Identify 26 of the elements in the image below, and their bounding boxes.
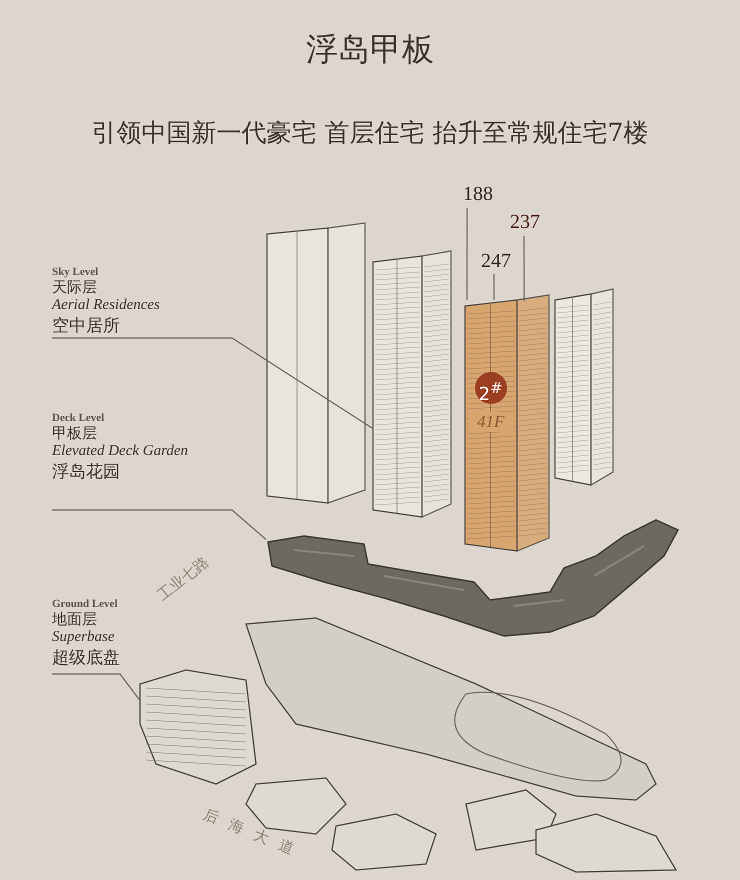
title: 浮岛甲板	[305, 29, 435, 70]
leader-line	[493, 274, 495, 300]
level-label: Ground Level	[52, 598, 119, 610]
level-label: Sky Level	[52, 266, 100, 278]
zone-name: 超级底盘	[52, 647, 121, 669]
price-tag: 188	[452, 182, 504, 206]
zone-name: 浮岛花园	[52, 461, 121, 483]
floor-count: 41F	[468, 412, 513, 432]
zone-label: Aerial Residences	[52, 297, 161, 314]
leader-line	[52, 337, 372, 428]
leader-line	[52, 509, 266, 540]
leader-line	[466, 208, 468, 300]
level-name: 甲板层	[52, 424, 98, 443]
level-name: 天际层	[52, 278, 98, 297]
leader-line	[523, 236, 525, 301]
road-name: 工业七路	[154, 552, 214, 605]
level-name: 地面层	[52, 610, 98, 629]
price-tag: 237	[500, 210, 550, 234]
price-tag: 247	[470, 250, 522, 272]
subtitle: 引领中国新一代豪宅 首层住宅 抬升至常规住宅7楼	[90, 117, 650, 149]
zone-name: 空中居所	[52, 315, 121, 337]
level-label: Deck Level	[52, 412, 106, 424]
zone-label: Elevated Deck Garden	[52, 443, 190, 460]
leader-line	[52, 673, 140, 701]
zone-label: Superbase	[52, 629, 116, 646]
road-name: 后海大道	[200, 805, 309, 864]
